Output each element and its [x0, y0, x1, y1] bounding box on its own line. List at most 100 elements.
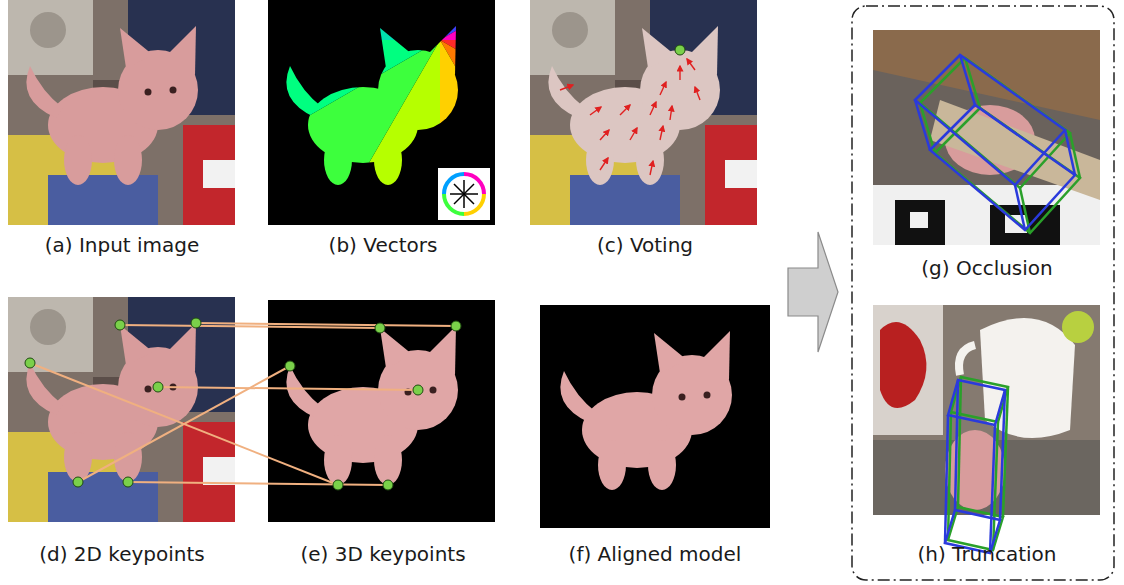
figure-part [464, 184, 474, 194]
figure-part [660, 82, 666, 95]
figure-part [1065, 130, 1075, 175]
figure-part [438, 168, 490, 220]
figure-part [451, 321, 461, 331]
figure-part [910, 212, 928, 228]
correspondence-lines [30, 323, 456, 485]
figure-part [590, 107, 601, 115]
figure-part [873, 305, 943, 435]
voting-image [530, 0, 757, 225]
figure-part [873, 30, 1100, 245]
figure-part [191, 318, 201, 328]
figure-part [464, 193, 478, 195]
keypoint-dot [675, 45, 685, 55]
black-ground [268, 300, 495, 522]
figure-part [1062, 311, 1094, 343]
figure-part [560, 85, 573, 90]
figure-part [158, 387, 418, 390]
cat-silhouette [548, 26, 720, 185]
figure-part [630, 128, 637, 140]
figure-part [454, 184, 464, 194]
panel-caption: (c) Voting [597, 232, 693, 258]
figure-part [695, 87, 700, 100]
figure-part [30, 363, 338, 485]
figure-part [40, 40, 440, 240]
pose-box-blue [915, 55, 1075, 230]
figure-part [915, 100, 930, 150]
dashed-frame [852, 6, 1114, 580]
figure-part [1015, 185, 1025, 230]
figure-part [78, 366, 290, 482]
figure-part [895, 200, 945, 245]
figure-part [930, 105, 1075, 230]
figure-part [444, 194, 464, 214]
figure-part [650, 102, 656, 115]
cat-figure [26, 323, 198, 482]
keypoint-dots [25, 318, 461, 490]
figure-part [873, 305, 1100, 515]
figure-part [704, 392, 711, 399]
model-keypoints [268, 300, 495, 522]
occlusion-image [873, 30, 1100, 245]
figure-part [464, 194, 474, 204]
panel-caption: (a) Input image [45, 232, 200, 258]
figure-part [660, 126, 663, 140]
figure-part [464, 194, 484, 214]
figure-part [450, 193, 464, 195]
panel-caption: (g) Occlusion [921, 255, 1053, 281]
figure-part [153, 382, 163, 392]
keypoint-image [8, 297, 235, 522]
figure-part [600, 130, 609, 140]
clutter-background [530, 0, 757, 225]
figure-part [196, 323, 456, 326]
clutter-background [8, 297, 235, 522]
truncation-image [873, 305, 1100, 515]
figure-part [430, 387, 437, 394]
figure-part [670, 106, 672, 120]
figure-part [413, 385, 423, 395]
figure-part [333, 480, 343, 490]
figure-part [955, 380, 958, 510]
panel-caption: (b) Vectors [329, 232, 438, 258]
cat-model [286, 326, 458, 485]
figure-part [40, 0, 440, 40]
figure-part [25, 358, 35, 368]
figure-part [450, 180, 478, 208]
figure-part [600, 158, 608, 170]
black-ground [540, 305, 770, 528]
figure-part [375, 323, 385, 333]
cat-model [560, 331, 732, 490]
figure-part [463, 194, 465, 208]
figure-part [94, 0, 440, 40]
figure-part [915, 55, 1065, 185]
panel-caption: (h) Truncation [917, 541, 1056, 567]
figure-part [679, 66, 680, 80]
pose-box-blue [945, 380, 1005, 553]
flow-arrow [788, 232, 838, 352]
figure-part [383, 480, 393, 490]
figure-part [960, 55, 975, 105]
panel-caption: (d) 2D keypoints [39, 541, 205, 567]
figure-part [650, 161, 653, 175]
panel-caption: (e) 3D keypoints [300, 541, 465, 567]
figure-part [73, 477, 83, 487]
figure-part [959, 345, 975, 375]
figure-part [464, 174, 484, 194]
figure-part [990, 425, 995, 553]
figure-part [679, 394, 686, 401]
aligned-model [540, 305, 770, 528]
figure-part [687, 59, 695, 70]
color-wheel-legend [438, 168, 490, 220]
figure-part [115, 320, 125, 330]
figure-part [1000, 390, 1005, 520]
figure-part [128, 482, 388, 485]
figure-part [454, 194, 464, 204]
figure-part [285, 361, 295, 371]
figure-part [145, 386, 152, 393]
panel-caption: (f) Aligned model [569, 541, 742, 567]
vote-arrows [560, 59, 700, 175]
figure-part [945, 415, 948, 543]
figure-part [123, 477, 133, 487]
figure-part [620, 105, 630, 115]
